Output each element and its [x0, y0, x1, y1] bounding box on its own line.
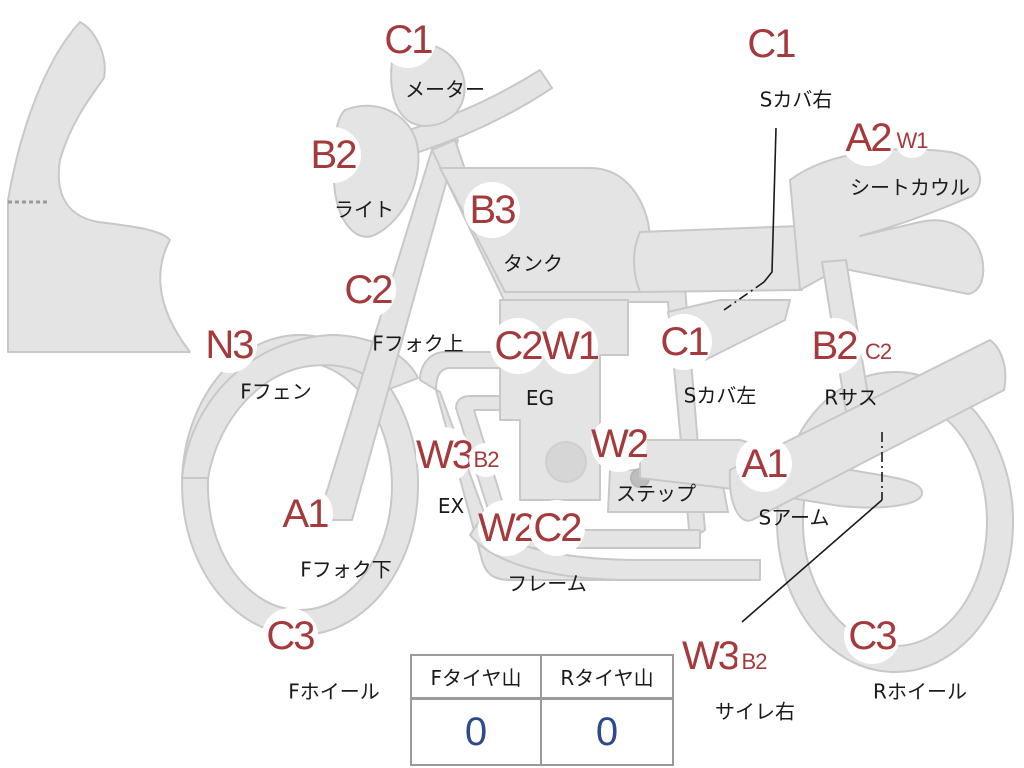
part-label: シートカウル [850, 175, 970, 200]
rating-badge: C2 [529, 500, 585, 556]
rating-badge: C3 [844, 608, 900, 664]
part-label: Sアーム [758, 505, 830, 530]
rating-badge: W2 [478, 500, 536, 556]
rating-badge: B2 [469, 443, 503, 477]
rating-badge: A1 [736, 436, 792, 492]
part-label: Rサス [824, 385, 878, 410]
rating-badge: C1 [380, 12, 436, 68]
part-label: サイレ右 [715, 699, 795, 724]
rear-tire-header: Rタイヤ山 [542, 656, 672, 700]
part-label: タンク [503, 251, 563, 276]
part-label: Fフォク上 [372, 331, 464, 356]
rating-badge: W1 [542, 318, 600, 374]
part-label: Fホイール [288, 679, 380, 704]
silencer-shape [728, 339, 1007, 522]
part-label: Fフェン [240, 379, 312, 404]
rating-badge: C1 [656, 314, 712, 370]
rating-badge: B3 [464, 182, 520, 238]
part-label: EX [437, 494, 465, 518]
rear-tire-value: 0 [595, 709, 619, 754]
rating-badge: C2 [490, 318, 546, 374]
rating-badge: C2 [861, 335, 895, 369]
rating-badge: C2 [340, 262, 396, 318]
part-label: メーター [405, 77, 485, 102]
front-tire-value: 0 [412, 700, 542, 764]
part-label: ライト [334, 197, 394, 222]
rating-badge: A2 [840, 110, 896, 166]
rating-badge: W1 [895, 124, 929, 158]
leader-line [763, 127, 777, 283]
rating-badge: N3 [201, 317, 257, 373]
engine-cover-shape [545, 441, 587, 483]
rating-badge: W2 [591, 416, 649, 472]
rating-badge: B2 [305, 127, 361, 183]
part-label: Sカバ右 [759, 87, 833, 112]
part-label: EG [525, 386, 555, 410]
leader-line [723, 281, 765, 311]
rating-badge: A1 [277, 486, 333, 542]
front-tire-header: Fタイヤ山 [412, 656, 542, 700]
fairing-shape [7, 21, 191, 353]
tire-tread-table: Fタイヤ山 Rタイヤ山 0 0 [410, 654, 674, 766]
part-label: ステップ [616, 481, 696, 506]
part-label: Sカバ左 [683, 383, 757, 408]
leader-line [741, 499, 883, 623]
rating-badge: C1 [743, 16, 799, 72]
rating-badge: W3 [682, 628, 740, 684]
part-label: Fフォク下 [300, 557, 392, 582]
rating-badge: C3 [262, 608, 318, 664]
part-label: Rホイール [873, 679, 967, 704]
seat-shape [633, 225, 803, 293]
rating-badge: W3 [416, 427, 474, 483]
part-label: フレーム [507, 571, 587, 596]
rating-badge: B2 [737, 645, 771, 679]
rating-badge: B2 [806, 318, 862, 374]
